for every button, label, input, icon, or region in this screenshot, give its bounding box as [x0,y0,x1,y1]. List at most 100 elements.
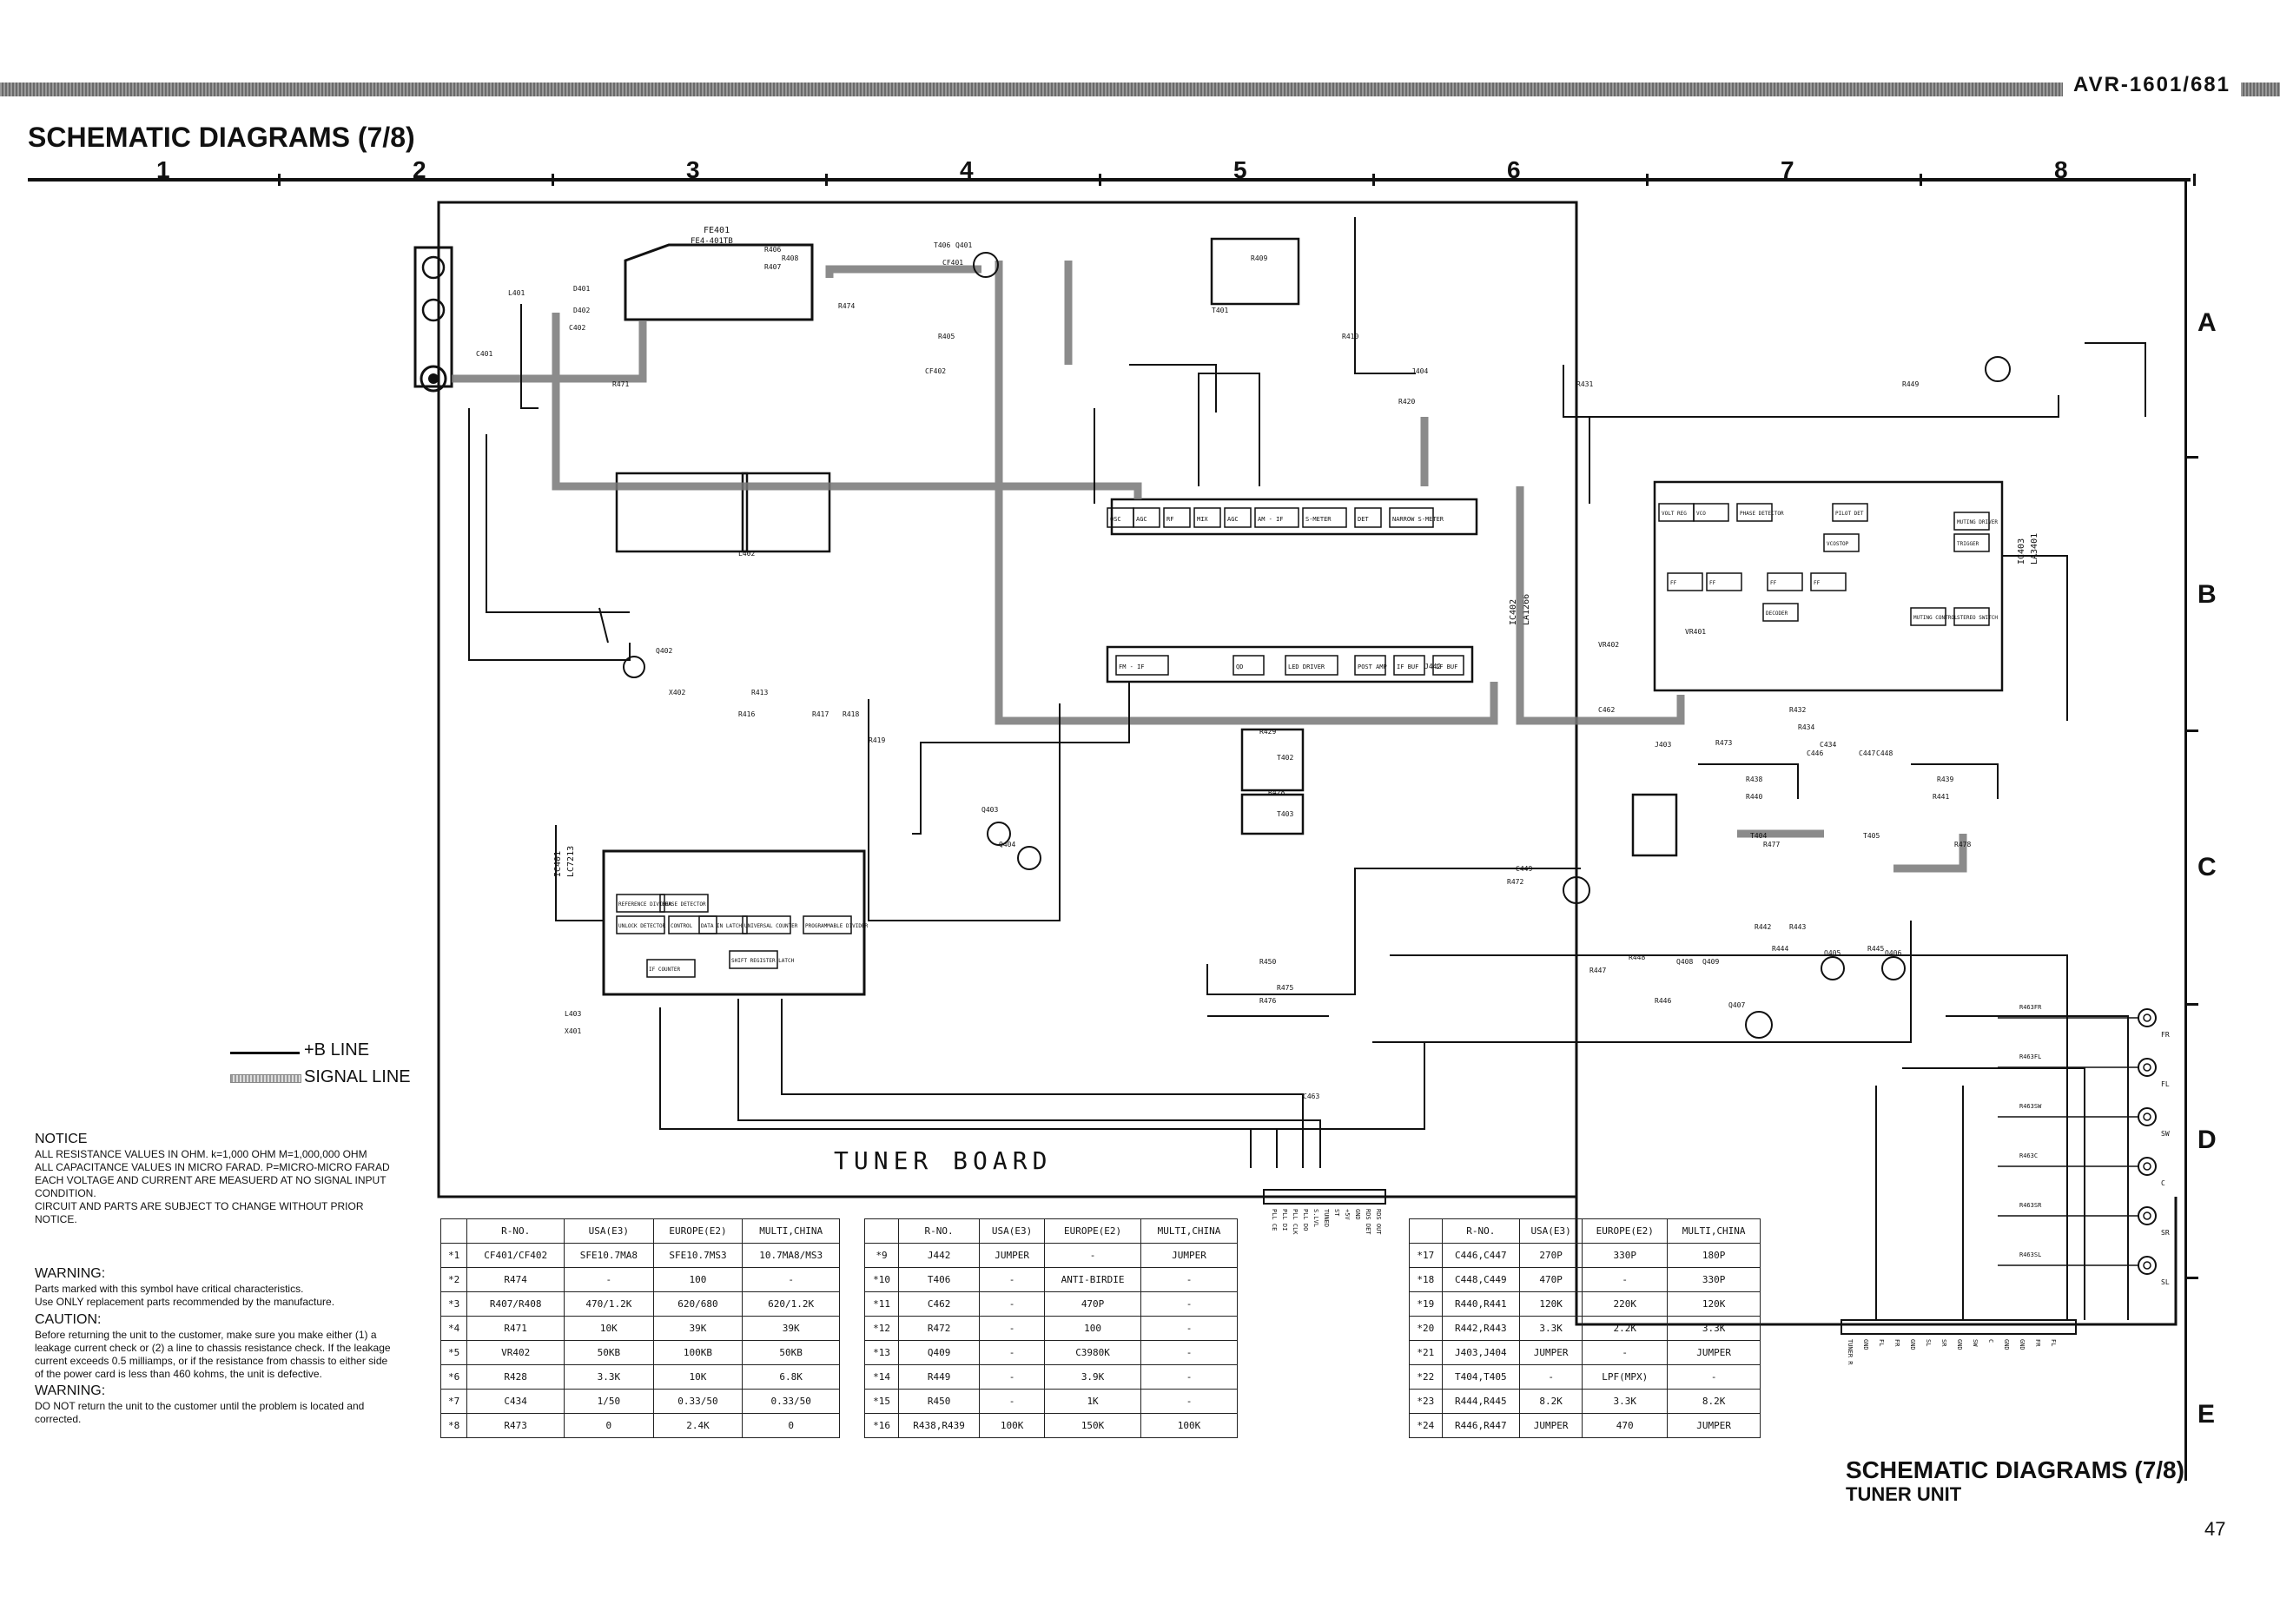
component-label: R473 [1715,739,1732,747]
board-outline-ext [1575,202,2178,1326]
right-connector-pin: FL [2050,1339,2057,1346]
component-label: T401 [1212,307,1228,314]
if-block-box [1133,507,1160,528]
component-label: J404 [1411,367,1428,375]
component-label: R442 [1755,923,1771,931]
table-cell: Q409 [898,1340,981,1365]
table-cell: *1 [439,1243,468,1268]
pll-block-box [616,894,665,913]
table-cell: *4 [439,1316,468,1341]
table-cell: *15 [863,1389,900,1414]
table-cell: 0 [742,1413,840,1438]
fm-block-label: QD [1236,663,1243,670]
table-cell: SFE10.7MA8 [564,1243,654,1268]
mpx-block-box [1823,533,1860,552]
table-cell: 8.2K [1519,1389,1583,1414]
table-header-cell: R-NO. [1441,1218,1521,1244]
board-label: TUNER BOARD [834,1146,1053,1175]
mpx-block-box [1910,607,1946,626]
table-cell: 100 [652,1267,743,1292]
table-cell: R440,R441 [1441,1291,1521,1317]
frontend-label: FE401 [704,226,730,235]
table-cell: C434 [466,1389,565,1414]
note-line: Use ONLY replacement parts recommended b… [35,1296,335,1308]
column-ruler [28,178,2191,182]
column-number: 3 [686,156,700,183]
table-cell: 3.3K [564,1364,654,1390]
if-block-label: RF [1166,516,1173,523]
if-block-box [1389,507,1434,528]
component-label: R406 [764,246,781,254]
column-number: 4 [960,156,974,183]
wiring [468,217,2146,1320]
row-letter: E [2197,1400,2216,1429]
component-label: R410 [1342,333,1358,340]
row-tick [2184,729,2198,732]
pll-block-box [729,950,778,969]
bottom-connector-pin: ST [1333,1209,1340,1217]
mpx-block-label: VCOSTOP [1827,541,1849,547]
table-cell: *14 [863,1364,900,1390]
pll-block-label: UNLOCK DETECTOR [618,923,666,929]
table-cell: - [979,1267,1046,1292]
component-label: Q404 [999,841,1015,848]
caution-block: CAUTION: Before returning the unit to th… [35,1311,434,1381]
component-label: R438 [1746,776,1762,783]
warning2-title: WARNING: [35,1383,106,1398]
table-header-cell [863,1218,900,1244]
mpx-block-box [1810,572,1847,591]
table-cell: 100K [979,1413,1046,1438]
table-cell: JUMPER [1519,1413,1583,1438]
output-resistor-label: R463SW [2019,1103,2042,1110]
row-letter: B [2197,580,2217,609]
footer-subtitle: TUNER UNIT [1846,1483,1962,1505]
signal-lines [452,261,1967,873]
table-cell: JUMPER [1667,1413,1761,1438]
table-cell: *11 [863,1291,900,1317]
column-tick [825,174,828,186]
table-cell: - [979,1389,1046,1414]
table-cell: R449 [898,1364,981,1390]
table-cell: *24 [1409,1413,1443,1438]
note-line: ALL RESISTANCE VALUES IN OHM. k=1,000 OH… [35,1148,367,1160]
component-label: R428 [1268,789,1285,796]
right-connector-pin: TUNER R [1847,1339,1854,1365]
table-cell: LPF(MPX) [1582,1364,1669,1390]
table-cell: - [1140,1291,1238,1317]
table-header-cell: USA(E3) [1519,1218,1583,1244]
table-cell: 330P [1582,1243,1669,1268]
right-connector-pin: C [1987,1339,1994,1343]
component-label: Q402 [656,647,672,655]
table-cell: R474 [466,1267,565,1292]
component-label: L403 [565,1010,581,1018]
fm-block-box [1432,655,1464,676]
output-resistor-label: R463SL [2019,1251,2041,1258]
table-cell: C448,C449 [1441,1267,1521,1292]
table-cell: 2.4K [652,1413,743,1438]
component-label: L401 [508,289,525,297]
component-label: R431 [1576,380,1593,388]
warning1-block: WARNING: Parts marked with this symbol h… [35,1265,434,1309]
pll-block-label: UNIVERSAL COUNTER [744,923,798,929]
component-label: R450 [1259,958,1276,966]
table-cell: *6 [439,1364,468,1390]
component-label: R407 [764,263,781,271]
table-cell: - [979,1316,1046,1341]
component-label: T403 [1277,810,1293,818]
table-cell: 120K [1667,1291,1761,1317]
bottom-connector-pin: RDS DET [1365,1209,1371,1235]
output-jack-label: FR [2161,1031,2170,1039]
table-header-cell: MULTI,CHINA [1667,1218,1761,1244]
component-label: R434 [1798,723,1814,731]
table-cell: - [979,1340,1046,1365]
pll-label: IC401 [553,851,563,877]
page-number: 47 [2204,1518,2226,1540]
column-tick [2193,174,2196,186]
component-label: C402 [569,324,585,332]
